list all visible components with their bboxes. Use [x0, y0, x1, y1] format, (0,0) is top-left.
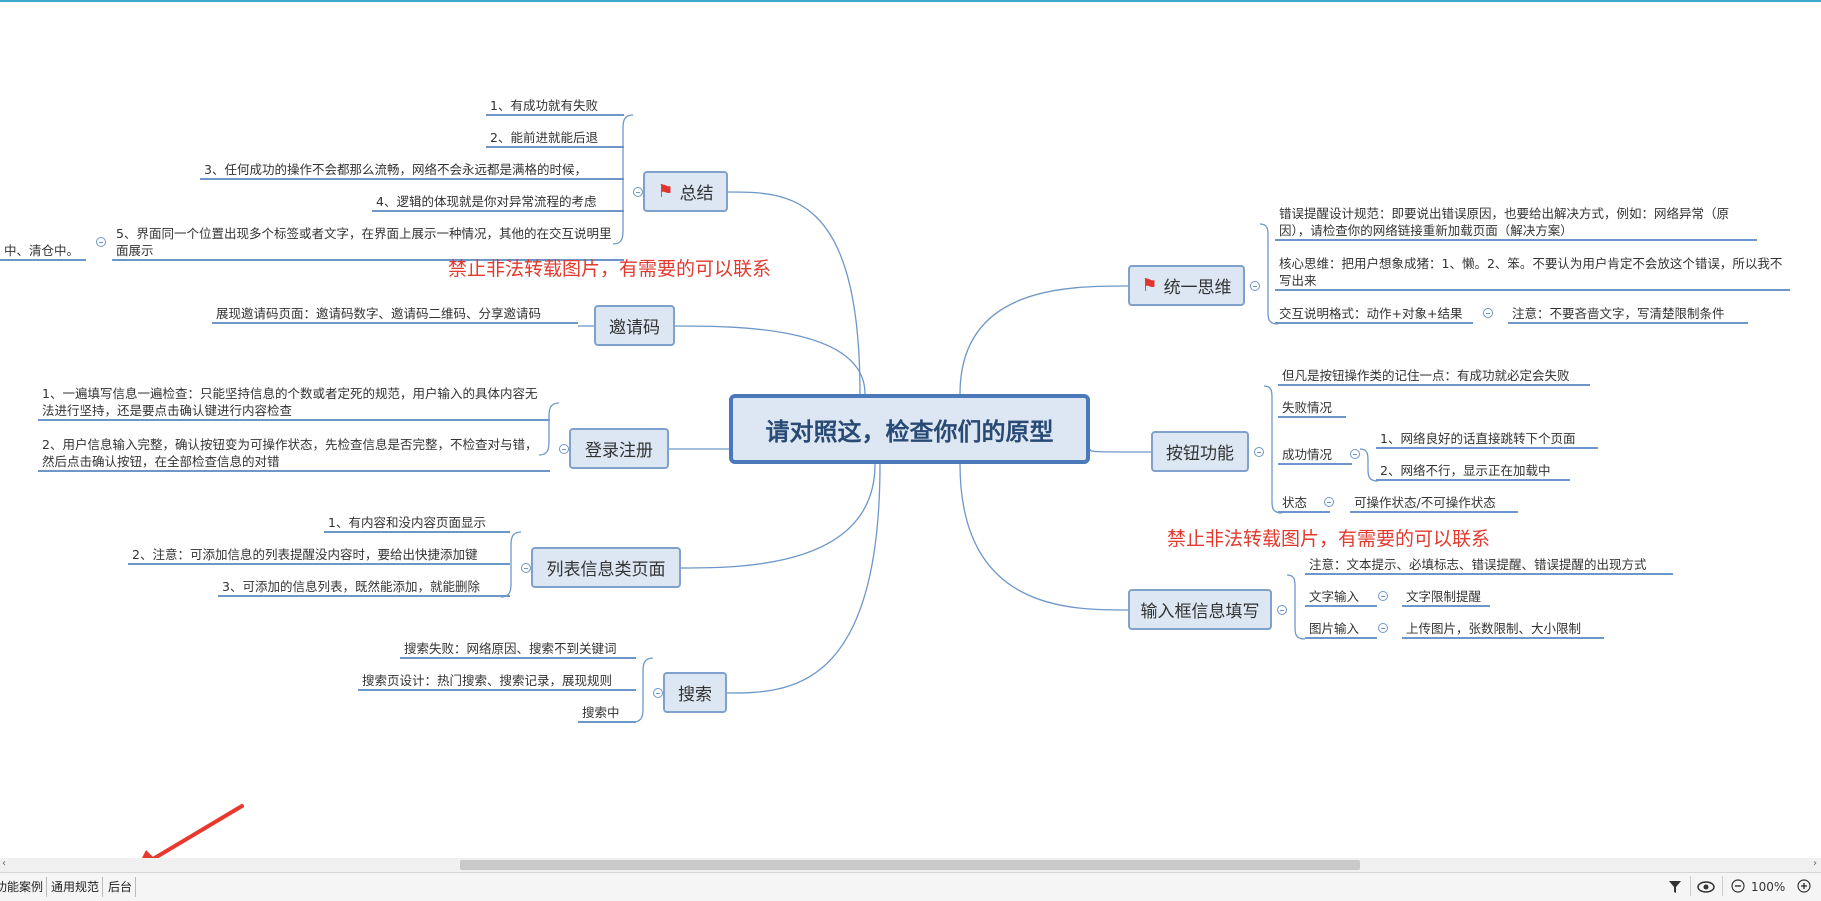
collapse-unify[interactable]	[1250, 281, 1260, 291]
success-sub-1[interactable]: 1、网络良好的话直接跳转下个页面	[1376, 430, 1598, 449]
connector-line	[1359, 448, 1379, 482]
text-sub[interactable]: 文字限制提醒	[1402, 588, 1490, 607]
button-item-state[interactable]: 状态	[1278, 494, 1330, 513]
topic-unify-label: 统一思维	[1163, 278, 1232, 298]
unify-item-2[interactable]: 核心思维：把用户想象成猪：1、懒。2、笨。不要认为用户肯定不会放这个错误，所以我…	[1275, 255, 1790, 291]
topic-login[interactable]: 登录注册	[569, 428, 669, 469]
list-item-1[interactable]: 1、有内容和没内容页面显示	[324, 514, 510, 533]
zoom-in-icon[interactable]	[1797, 879, 1811, 899]
topic-input[interactable]: 输入框信息填写	[1128, 589, 1272, 630]
collapse-button[interactable]	[1254, 447, 1264, 457]
search-item-1[interactable]: 搜索失败：网络原因、搜索不到关键词	[400, 640, 636, 659]
list-item-2[interactable]: 2、注意：可添加信息的列表提醒没内容时，要给出快捷添加键	[128, 546, 510, 565]
sheet-tab-3[interactable]: 后台	[105, 877, 137, 897]
zoom-out-icon[interactable]	[1731, 879, 1745, 899]
collapse-unify-item-3[interactable]	[1483, 308, 1493, 318]
connector-line	[500, 531, 522, 598]
topic-search[interactable]: 搜索	[663, 672, 727, 713]
search-item-2[interactable]: 搜索页设计：热门搜索、搜索记录，展现规则	[358, 672, 636, 691]
connector-line	[632, 657, 654, 723]
input-item-note[interactable]: 注意：文本提示、必填标志、错误提醒、错误提醒的出现方式	[1305, 556, 1673, 575]
zoom-level: 100%	[1751, 880, 1786, 894]
input-item-text[interactable]: 文字输入	[1305, 588, 1377, 607]
sheet-tab-2[interactable]: 通用规范	[48, 877, 104, 897]
button-item-1[interactable]: 但凡是按钮操作类的记住一点：有成功就必定会失败	[1278, 367, 1590, 386]
topic-login-label: 登录注册	[585, 441, 653, 461]
button-item-fail[interactable]: 失败情况	[1278, 399, 1346, 418]
topic-search-label: 搜索	[678, 685, 712, 705]
watermark-text: 禁止非法转载图片，有需要的可以联系	[1167, 528, 1491, 550]
collapse-list[interactable]	[521, 563, 531, 573]
summary-item-5[interactable]: 5、界面同一个位置出现多个标签或者文字，在界面上展示一种情况，其他的在交互说明里…	[112, 225, 624, 261]
connector-line	[727, 191, 861, 395]
button-item-success[interactable]: 成功情况	[1278, 446, 1352, 465]
root-topic[interactable]: 请对照这，检查你们的原型	[729, 394, 1090, 464]
sheet-tab-1[interactable]: 功能案例	[0, 877, 48, 897]
horizontal-scrollbar[interactable]: ‹ ›	[0, 858, 1821, 872]
eye-icon[interactable]	[1697, 880, 1715, 900]
connector-line	[1089, 448, 1152, 453]
topic-button-label: 按钮功能	[1166, 444, 1234, 464]
status-divider	[1690, 876, 1691, 896]
connector-line	[959, 285, 1129, 395]
summary-item-4[interactable]: 4、逻辑的体现就是你对异常流程的考虑	[372, 193, 624, 212]
summary-item-2[interactable]: 2、能前进就能后退	[486, 129, 624, 148]
unify-note[interactable]: 注意：不要吝啬文字，写清楚限制条件	[1508, 305, 1748, 324]
unify-item-3[interactable]: 交互说明格式：动作+对象+结果	[1275, 305, 1473, 324]
collapse-summary-item-5[interactable]	[96, 237, 106, 247]
connector-line	[538, 402, 560, 456]
topic-summary-label: 总结	[679, 184, 714, 204]
topic-list-label: 列表信息类页面	[546, 560, 666, 580]
flag-icon: ⚑	[657, 181, 674, 202]
topic-summary[interactable]: ⚑ 总结	[643, 171, 728, 212]
login-item-2[interactable]: 2、用户信息输入完整，确认按钮变为可操作状态，先检查信息是否完整，不检查对与错，…	[38, 436, 550, 472]
connector-line	[1286, 574, 1306, 640]
connector-line	[1263, 385, 1283, 514]
collapse-login[interactable]	[559, 444, 569, 454]
connector-line	[674, 325, 866, 395]
mindmap-canvas[interactable]: 请对照这，检查你们的原型 ⚑ 总结 1、有成功就有失败 2、能前进就能后退 3、…	[0, 0, 1821, 858]
summary-item-3[interactable]: 3、任何成功的操作不会都那么流畅，网络不会永远都是满格的时候，	[200, 161, 624, 180]
topic-unify[interactable]: ⚑ 统一思维	[1128, 265, 1245, 306]
annotation-arrow-icon	[142, 804, 244, 858]
top-accent-line	[0, 0, 1821, 2]
collapse-input-image[interactable]	[1378, 623, 1388, 633]
image-sub[interactable]: 上传图片，张数限制、大小限制	[1402, 620, 1604, 639]
topic-input-label: 输入框信息填写	[1140, 602, 1260, 622]
collapse-input-text[interactable]	[1378, 591, 1388, 601]
summary-item-5-child-clipped[interactable]: 中、清仓中。	[0, 242, 86, 261]
status-divider	[1722, 876, 1723, 896]
scroll-thumb[interactable]	[460, 860, 1360, 870]
scroll-right-icon[interactable]: ›	[1813, 858, 1817, 869]
topic-list[interactable]: 列表信息类页面	[531, 547, 681, 588]
invite-item-1[interactable]: 展现邀请码页面：邀请码数字、邀请码二维码、分享邀请码	[212, 305, 578, 324]
connector-line	[726, 463, 881, 694]
success-sub-2[interactable]: 2、网络不行，显示正在加载中	[1376, 462, 1570, 481]
list-item-3[interactable]: 3、可添加的信息列表，既然能添加，就能删除	[218, 578, 510, 597]
input-item-image[interactable]: 图片输入	[1305, 620, 1377, 639]
collapse-button-success[interactable]	[1350, 449, 1360, 459]
connector-line	[959, 463, 1129, 611]
collapse-summary[interactable]	[633, 187, 643, 197]
collapse-input[interactable]	[1277, 605, 1287, 615]
topic-invite-label: 邀请码	[609, 318, 660, 338]
connector-line	[1259, 223, 1279, 325]
watermark-text: 禁止非法转载图片，有需要的可以联系	[448, 258, 772, 280]
topic-invite[interactable]: 邀请码	[594, 305, 675, 346]
state-sub[interactable]: 可操作状态/不可操作状态	[1350, 494, 1518, 513]
topic-button[interactable]: 按钮功能	[1151, 431, 1249, 472]
search-item-3[interactable]: 搜索中	[578, 704, 636, 723]
collapse-button-state[interactable]	[1324, 497, 1334, 507]
scroll-left-icon[interactable]: ‹	[2, 858, 6, 869]
login-item-1[interactable]: 1、一遍填写信息一遍检查：只能坚持信息的个数或者定死的规范，用户输入的具体内容无…	[38, 385, 550, 421]
summary-item-1[interactable]: 1、有成功就有失败	[486, 97, 624, 116]
bottom-bar: 功能案例 通用规范 后台 100%	[0, 872, 1821, 901]
collapse-search[interactable]	[653, 688, 663, 698]
flag-icon: ⚑	[1141, 275, 1158, 296]
connector-line	[680, 463, 876, 569]
unify-item-1[interactable]: 错误提醒设计规范：即要说出错误原因，也要给出解决方式，例如：网络异常（原因），请…	[1275, 205, 1757, 241]
filter-icon[interactable]	[1668, 880, 1682, 900]
